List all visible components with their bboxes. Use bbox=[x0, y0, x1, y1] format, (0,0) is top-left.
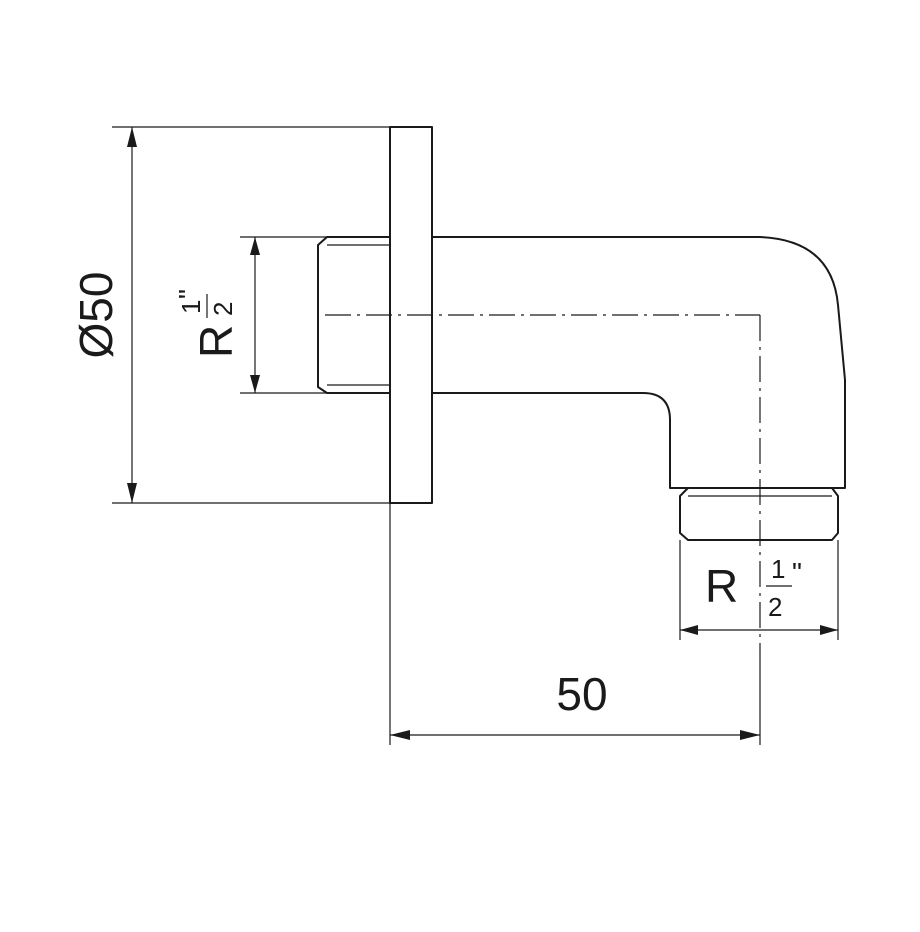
outlet-thread-nipple bbox=[679, 487, 839, 541]
outlet-thread-unit: " bbox=[792, 557, 802, 588]
center-lines bbox=[325, 314, 761, 655]
flange-diameter-dimension: Ø50 bbox=[70, 126, 390, 504]
outlet-thread-prefix: R bbox=[705, 560, 738, 612]
outlet-thread-dimension: R 1 2 " bbox=[679, 540, 839, 640]
inlet-thread-numerator: 1 bbox=[176, 300, 206, 314]
flange-diameter-label: Ø50 bbox=[70, 272, 122, 359]
inlet-thread-denominator: 2 bbox=[208, 302, 238, 316]
inlet-thread-nipple bbox=[317, 236, 391, 394]
projection-dimension: 50 bbox=[389, 503, 761, 745]
outlet-thread-numerator: 1 bbox=[771, 554, 785, 584]
inlet-thread-prefix: R bbox=[190, 325, 242, 358]
projection-label: 50 bbox=[556, 668, 607, 720]
inlet-thread-unit: " bbox=[173, 289, 204, 299]
spout-body bbox=[431, 236, 846, 489]
outlet-thread-denominator: 2 bbox=[768, 592, 782, 622]
inlet-thread-dimension: R 1 2 " bbox=[173, 236, 327, 394]
